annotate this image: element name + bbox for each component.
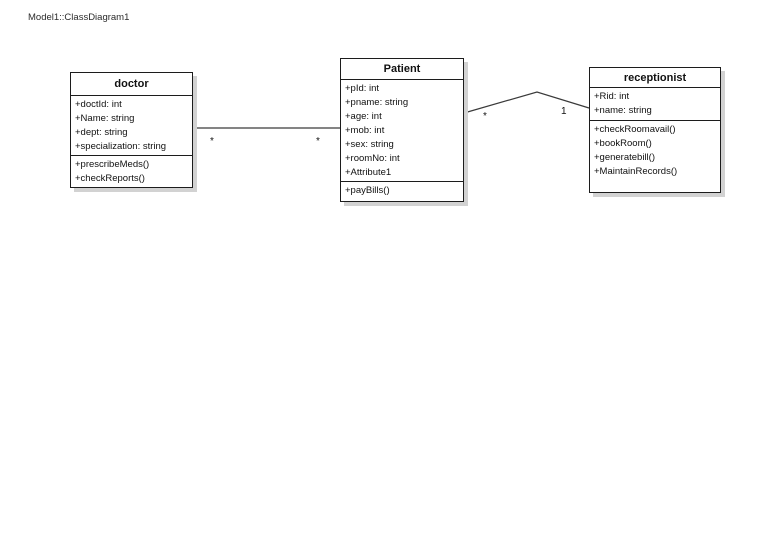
class-method: +generatebill() (594, 152, 655, 163)
attributes-compartment-patient: +pId: int +pname: string +age: int +mob:… (341, 80, 463, 182)
class-attribute: +roomNo: int (345, 153, 400, 164)
class-name-doctor: doctor (71, 73, 192, 96)
class-attribute: +pname: string (345, 97, 409, 108)
class-method: +checkReports() (75, 173, 145, 184)
class-attribute: +Attribute1 (345, 167, 392, 178)
class-attribute: +Rid: int (594, 91, 630, 102)
methods-compartment-receptionist: +checkRoomavail() +bookRoom() +generateb… (590, 121, 720, 192)
class-name-receptionist: receptionist (590, 68, 720, 88)
multiplicity-label-patient-end-receptionist-assoc: * (483, 111, 487, 122)
class-attribute: +doctId: int (75, 99, 122, 110)
class-name-patient: Patient (341, 59, 463, 80)
methods-compartment-patient: +payBills() (341, 182, 463, 201)
multiplicity-label-patient-end-doctor-assoc: * (316, 136, 320, 147)
class-attribute: +name: string (594, 105, 652, 116)
methods-compartment-doctor: +prescribeMeds() +checkReports() (71, 156, 192, 187)
class-method: +bookRoom() (594, 138, 652, 149)
association-patient-receptionist[interactable] (463, 91, 590, 114)
attributes-compartment-receptionist: +Rid: int +name: string (590, 88, 720, 121)
class-method: +checkRoomavail() (594, 124, 676, 135)
class-box-patient[interactable]: Patient +pId: int +pname: string +age: i… (340, 58, 464, 202)
class-method: +payBills() (345, 185, 390, 196)
class-attribute: +dept: string (75, 127, 128, 138)
class-attribute: +specialization: string (75, 141, 167, 152)
class-attribute: +mob: int (345, 125, 385, 136)
diagram-title: Model1::ClassDiagram1 (28, 12, 130, 23)
class-attribute: +sex: string (345, 139, 394, 150)
attributes-compartment-doctor: +doctId: int +Name: string +dept: string… (71, 96, 192, 156)
multiplicity-label-receptionist-end: 1 (561, 106, 567, 117)
class-method: +MaintainRecords() (594, 166, 678, 177)
class-attribute: +age: int (345, 111, 382, 122)
class-box-doctor[interactable]: doctor +doctId: int +Name: string +dept:… (70, 72, 193, 188)
class-box-receptionist[interactable]: receptionist +Rid: int +name: string +ch… (589, 67, 721, 193)
class-method: +prescribeMeds() (75, 159, 150, 170)
class-attribute: +Name: string (75, 113, 135, 124)
multiplicity-label-doctor-end: * (210, 136, 214, 147)
class-attribute: +pId: int (345, 83, 380, 94)
